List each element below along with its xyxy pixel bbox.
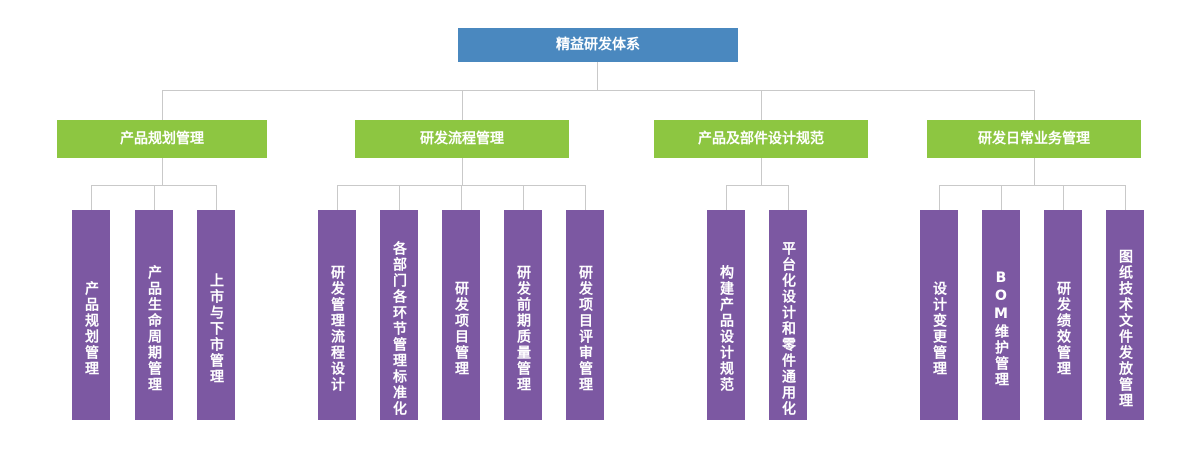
connector-line bbox=[1125, 185, 1126, 210]
leaf-box-2-4: 研发前期质量管理 bbox=[504, 210, 542, 420]
leaf-box-2-1: 研发管理流程设计 bbox=[318, 210, 356, 420]
leaf-box-1-3: 上市与下市管理 bbox=[197, 210, 235, 420]
connector-line bbox=[461, 185, 462, 210]
connector-line bbox=[216, 185, 217, 210]
group-box-3: 产品及部件设计规范 bbox=[654, 120, 868, 158]
connector-line bbox=[761, 158, 762, 185]
connector-line bbox=[91, 185, 92, 210]
connector-line bbox=[761, 90, 762, 120]
connector-line bbox=[1034, 90, 1035, 120]
connector-line bbox=[585, 185, 586, 210]
connector-line bbox=[337, 185, 338, 210]
root-node: 精益研发体系 bbox=[458, 28, 738, 62]
connector-line bbox=[726, 185, 727, 210]
connector-line bbox=[788, 185, 789, 210]
connector-line bbox=[162, 90, 163, 120]
group-box-2: 研发流程管理 bbox=[355, 120, 569, 158]
group-box-1: 产品规划管理 bbox=[57, 120, 267, 158]
leaf-box-3-1: 构建产品设计规范 bbox=[707, 210, 745, 420]
leaf-box-1-2: 产品生命周期管理 bbox=[135, 210, 173, 420]
connector-line bbox=[939, 185, 940, 210]
connector-line bbox=[523, 185, 524, 210]
connector-line bbox=[1001, 185, 1002, 210]
connector-line bbox=[1034, 158, 1035, 185]
connector-line bbox=[597, 62, 598, 90]
leaf-box-2-5: 研发项目评审管理 bbox=[566, 210, 604, 420]
leaf-box-4-3: 研发绩效管理 bbox=[1044, 210, 1082, 420]
connector-line bbox=[939, 185, 1126, 186]
connector-line bbox=[154, 185, 155, 210]
leaf-box-4-4: 图纸技术文件发放管理 bbox=[1106, 210, 1144, 420]
connector-line bbox=[399, 185, 400, 210]
leaf-box-4-2: BOM维护管理 bbox=[982, 210, 1020, 420]
leaf-box-2-3: 研发项目管理 bbox=[442, 210, 480, 420]
leaf-box-3-2: 平台化设计和零件通用化 bbox=[769, 210, 807, 420]
connector-line bbox=[162, 158, 163, 185]
leaf-box-4-1: 设计变更管理 bbox=[920, 210, 958, 420]
connector-line bbox=[462, 158, 463, 185]
connector-line bbox=[462, 90, 463, 120]
connector-line bbox=[162, 90, 1035, 91]
leaf-box-2-2: 各部门各环节管理标准化 bbox=[380, 210, 418, 420]
connector-line bbox=[1063, 185, 1064, 210]
leaf-box-1-1: 产品规划管理 bbox=[72, 210, 110, 420]
group-box-4: 研发日常业务管理 bbox=[927, 120, 1141, 158]
connector-line bbox=[726, 185, 789, 186]
